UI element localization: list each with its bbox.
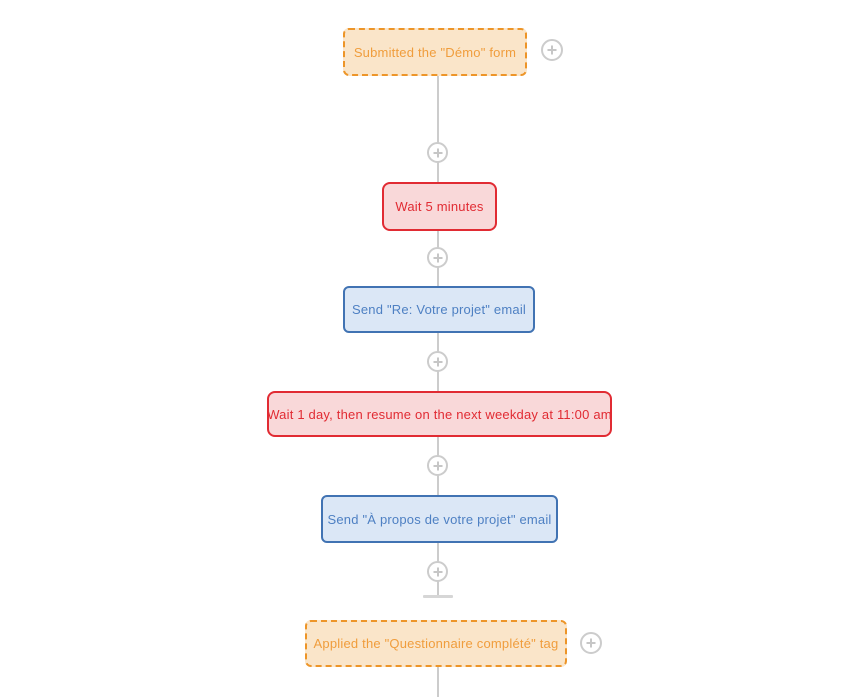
sequence-end-marker xyxy=(423,595,453,598)
wait-node-5-minutes[interactable]: Wait 5 minutes xyxy=(382,182,497,231)
add-step-icon[interactable] xyxy=(427,561,448,582)
add-step-icon[interactable] xyxy=(427,455,448,476)
add-step-icon[interactable] xyxy=(427,142,448,163)
node-label: Wait 5 minutes xyxy=(395,199,484,214)
email-node-a-propos-projet[interactable]: Send "À propos de votre projet" email xyxy=(321,495,558,543)
node-label: Applied the "Questionnaire complété" tag xyxy=(313,636,559,651)
wait-node-1-day-weekday[interactable]: Wait 1 day, then resume on the next week… xyxy=(267,391,612,437)
add-step-icon[interactable] xyxy=(580,632,602,654)
add-step-icon[interactable] xyxy=(427,351,448,372)
trigger-node-demo-form[interactable]: Submitted the "Démo" form xyxy=(343,28,527,76)
add-step-icon[interactable] xyxy=(541,39,563,61)
connector-line xyxy=(437,667,439,697)
email-node-re-votre-projet[interactable]: Send "Re: Votre projet" email xyxy=(343,286,535,333)
add-step-icon[interactable] xyxy=(427,247,448,268)
node-label: Send "À propos de votre projet" email xyxy=(327,511,552,527)
trigger-node-questionnaire-tag[interactable]: Applied the "Questionnaire complété" tag xyxy=(305,620,567,667)
node-label: Send "Re: Votre projet" email xyxy=(351,302,526,317)
node-label: Submitted the "Démo" form xyxy=(353,44,517,60)
connector-line xyxy=(437,76,439,183)
node-label: Wait 1 day, then resume on the next week… xyxy=(267,406,612,422)
